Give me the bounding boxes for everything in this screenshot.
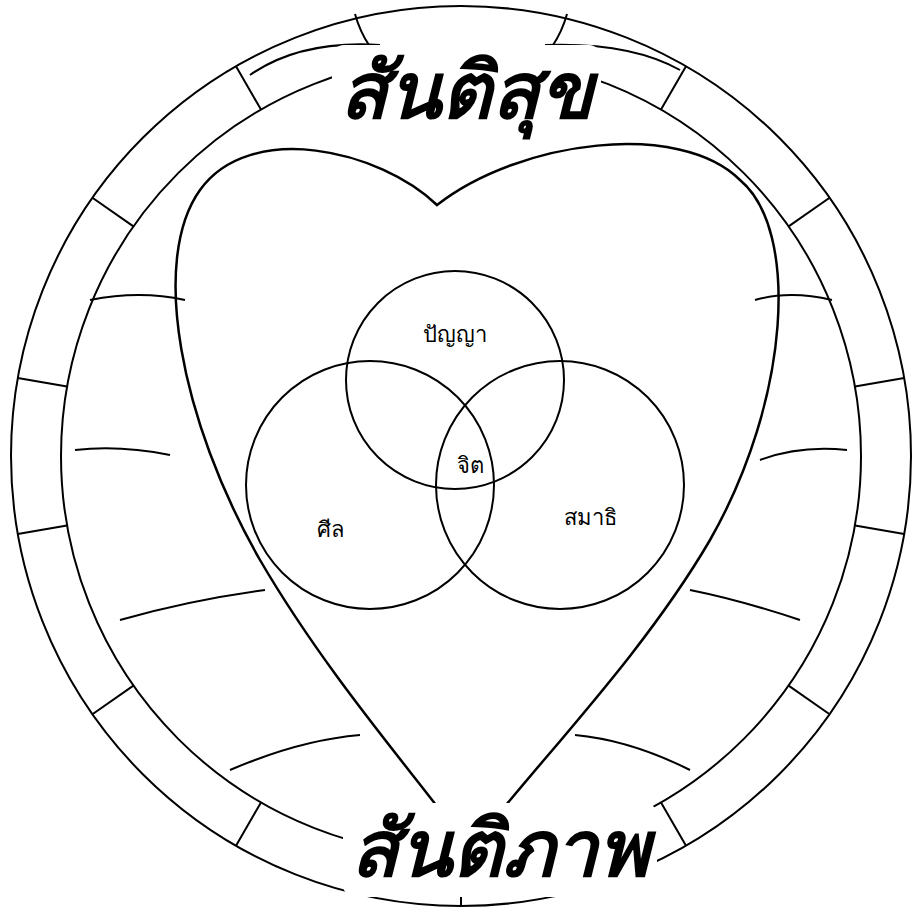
venn-circle: สมาธิ [435, 360, 685, 610]
circle-outline [345, 270, 565, 490]
globe-title: สันติสุข [332, 45, 601, 139]
circle-outline [245, 360, 495, 610]
circle-label: ศีล [317, 517, 344, 543]
venn-circle: ศีล [245, 360, 495, 610]
center-label: จิต [457, 453, 484, 479]
circle-outline [435, 360, 685, 610]
circle-label: สมาธิ [564, 505, 617, 531]
venn-circle: ปัญญา [345, 270, 565, 490]
globe-title: สันติภาพ [343, 803, 657, 897]
circle-label: ปัญญา [423, 322, 487, 348]
